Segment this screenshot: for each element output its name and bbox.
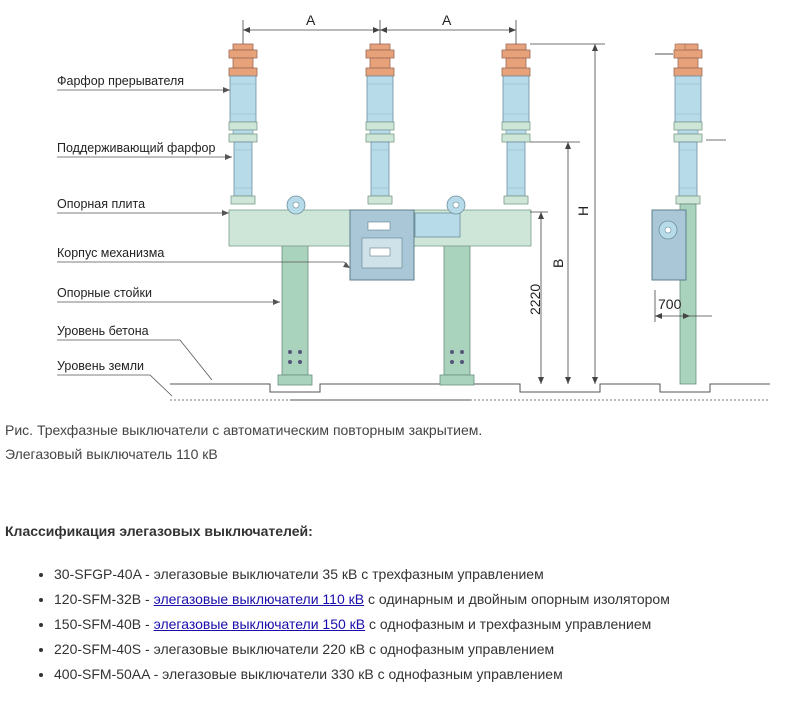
figure-caption-line2: Элегазовый выключатель 110 кВ [5, 446, 218, 462]
label-concrete-level: Уровень бетона [57, 324, 149, 338]
item-code: 400-SFM-50AA [54, 666, 150, 682]
label-support-porcelain: Поддерживающий фарфор [57, 141, 215, 155]
item-text: элегазовые выключатели 35 кВ с трехфазны… [153, 566, 544, 582]
item-code: 150-SFM-40B [54, 616, 142, 632]
dim-700: 700 [658, 296, 682, 312]
dim-a-right: A [442, 12, 452, 28]
item-text: с одинарным и двойным опорным изолятором [364, 591, 670, 607]
list-item: 120-SFM-32B - элегазовые выключатели 110… [54, 587, 670, 612]
label-mechanism-housing: Корпус механизма [57, 246, 164, 260]
mechanism-housing [349, 209, 415, 281]
pole-left [228, 43, 258, 205]
classification-list: 30-SFGP-40A - элегазовые выключатели 35 … [36, 562, 670, 687]
dimension-arrows [243, 27, 690, 384]
item-code: 30-SFGP-40A [54, 566, 142, 582]
list-item: 150-SFM-40B - элегазовые выключатели 150… [54, 612, 670, 637]
label-ground-level: Уровень земли [57, 359, 144, 373]
pole-middle [365, 43, 395, 205]
item-text: элегазовые выключатели 220 кВ с однофазн… [153, 641, 555, 657]
dimension-lines [242, 20, 726, 384]
list-item: 400-SFM-50AA - элегазовые выключатели 33… [54, 662, 670, 687]
side-view [651, 43, 703, 385]
dim-a-left: A [306, 12, 316, 28]
pole-right [501, 43, 531, 205]
item-text: с однофазным и трехфазным управлением [365, 616, 652, 632]
dim-2220: 2220 [527, 284, 543, 315]
item-code: 120-SFM-32B [54, 591, 142, 607]
support-posts [277, 244, 475, 386]
leader-lines [57, 89, 351, 397]
label-porcelain-breaker: Фарфор прерывателя [57, 74, 184, 88]
dim-b: B [550, 259, 566, 268]
link-breakers-150kv[interactable]: элегазовые выключатели 150 кВ [153, 616, 366, 632]
label-base-plate: Опорная плита [57, 197, 145, 211]
circuit-breaker-figure: A A H B 2220 700 Фарфор прерывателя Подд… [57, 12, 770, 401]
dim-h: H [575, 206, 591, 216]
figure-caption-line1: Рис. Трехфазные выключатели с автоматиче… [5, 422, 483, 438]
leader-arrows [222, 87, 350, 305]
item-code: 220-SFM-40S [54, 641, 142, 657]
item-text: элегазовые выключатели 330 кВ с однофазн… [162, 666, 563, 682]
list-item: 30-SFGP-40A - элегазовые выключатели 35 … [54, 562, 670, 587]
list-item: 220-SFM-40S - элегазовые выключатели 220… [54, 637, 670, 662]
ground-lines [170, 383, 770, 401]
classification-heading: Классификация элегазовых выключателей: [5, 523, 313, 539]
label-support-posts: Опорные стойки [57, 286, 152, 300]
link-breakers-110kv[interactable]: элегазовые выключатели 110 кВ [153, 591, 365, 607]
